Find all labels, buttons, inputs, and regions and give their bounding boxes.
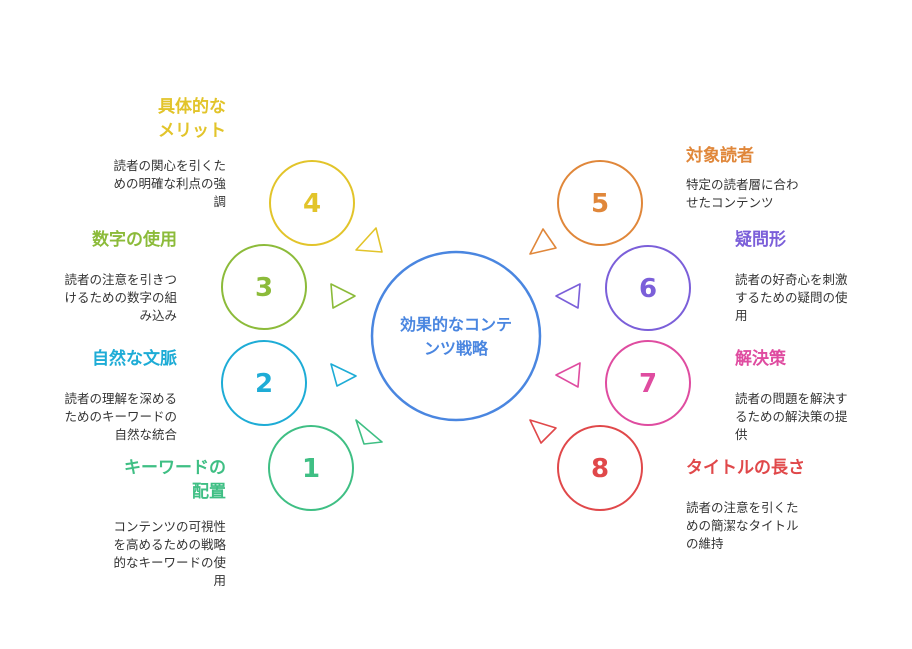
item-5-number: 5: [591, 189, 609, 219]
item-6-block: 疑問形 読者の好奇心を刺激 するための疑問の使 用: [735, 228, 848, 325]
item-4-desc-line: 調: [213, 194, 226, 209]
item-8-desc-line: 読者の注意を引くた: [686, 500, 799, 515]
item-8-arrow-icon: [529, 419, 557, 444]
item-1-desc-line: 用: [213, 573, 226, 588]
item-4-block: 具体的な メリット 読者の関心を引くた めの明確な利点の強 調: [113, 95, 226, 211]
item-1-description: コンテンツの可視性 を高めるための戦略 的なキーワードの使 用: [113, 518, 226, 590]
item-7-desc-line: 読者の問題を解決す: [735, 391, 848, 406]
item-4-number: 4: [303, 189, 321, 219]
item-8-desc-line: の維持: [686, 536, 724, 551]
item-1-block: キーワードの 配置 コンテンツの可視性 を高めるための戦略 的なキーワードの使 …: [113, 456, 226, 590]
item-3-desc-line: 読者の注意を引きつ: [64, 272, 177, 287]
item-1-circle: [268, 425, 354, 511]
item-7-desc-line: 供: [735, 427, 748, 442]
item-7-title: 解決策: [735, 349, 786, 369]
item-3-circle: [221, 244, 307, 330]
item-3-title: 数字の使用: [92, 230, 177, 250]
item-2-number: 2: [255, 369, 273, 399]
center-label-line-2: ンツ戦略: [424, 339, 489, 358]
item-2-title: 自然な文脈: [92, 349, 177, 369]
item-3-block: 数字の使用 読者の注意を引きつ けるための数字の組 み込み: [64, 228, 177, 325]
item-4-desc-line: めの明確な利点の強: [113, 176, 226, 191]
item-5-desc-line: 特定の読者層に合わ: [686, 177, 799, 192]
item-4-title-line-1: 具体的な: [158, 97, 226, 117]
item-2-desc-line: 自然な統合: [114, 427, 177, 442]
item-5-desc-line: せたコンテンツ: [686, 195, 774, 210]
item-6-circle: [605, 245, 691, 331]
item-4-description: 読者の関心を引くた めの明確な利点の強 調: [113, 157, 226, 211]
center-label-line-1: 効果的なコンテ: [400, 315, 512, 334]
item-5-circle: [557, 160, 643, 246]
item-8-circle: [557, 425, 643, 511]
item-3-description: 読者の注意を引きつ けるための数字の組 み込み: [64, 271, 177, 325]
item-6-arrow-icon: [555, 283, 581, 309]
item-2-circle: [221, 340, 307, 426]
item-4-title-line-2: メリット: [158, 121, 226, 141]
item-4-circle: [269, 160, 355, 246]
item-8-title: タイトルの長さ: [686, 458, 805, 478]
item-8-block: タイトルの長さ 読者の注意を引くた めの簡潔なタイトル の維持: [686, 456, 805, 553]
item-6-desc-line: 用: [735, 308, 748, 323]
item-3-arrow-icon: [330, 283, 356, 309]
item-1-desc-line: コンテンツの可視性: [113, 519, 226, 534]
item-5-description: 特定の読者層に合わ せたコンテンツ: [686, 176, 799, 212]
item-6-title: 疑問形: [735, 230, 786, 250]
item-7-block: 解決策 読者の問題を解決す るための解決策の提 供: [735, 347, 848, 444]
item-1-desc-line: 的なキーワードの使: [113, 555, 226, 570]
item-1-title-line-2: 配置: [192, 482, 226, 502]
item-6-desc-line: 読者の好奇心を刺激: [735, 272, 848, 287]
item-5-title: 対象読者: [686, 146, 754, 166]
item-1-desc-line: を高めるための戦略: [113, 537, 226, 552]
item-6-description: 読者の好奇心を刺激 するための疑問の使 用: [735, 271, 848, 325]
item-1-title: キーワードの 配置: [113, 456, 226, 504]
item-1-arrow-icon: [355, 419, 383, 445]
item-3-desc-line: み込み: [139, 308, 177, 323]
item-8-description: 読者の注意を引くた めの簡潔なタイトル の維持: [686, 499, 805, 553]
center-circle: [370, 250, 542, 422]
item-1-number: 1: [302, 454, 320, 484]
item-3-desc-line: けるための数字の組: [64, 290, 177, 305]
item-6-number: 6: [639, 274, 657, 304]
item-4-title: 具体的な メリット: [113, 95, 226, 143]
item-7-arrow-icon: [555, 362, 581, 388]
item-8-number: 8: [591, 454, 609, 484]
item-2-desc-line: 読者の理解を深める: [64, 391, 177, 406]
item-5-arrow-icon: [529, 228, 557, 255]
item-8-desc-line: めの簡潔なタイトル: [686, 518, 799, 533]
item-4-arrow-icon: [355, 227, 383, 253]
item-7-number: 7: [639, 369, 657, 399]
item-2-description: 読者の理解を深める ためのキーワードの 自然な統合: [64, 390, 177, 444]
item-7-desc-line: るための解決策の提: [735, 409, 848, 424]
item-3-number: 3: [255, 273, 273, 303]
item-1-title-line-1: キーワードの: [124, 458, 226, 478]
item-6-desc-line: するための疑問の使: [735, 290, 848, 305]
item-4-desc-line: 読者の関心を引くた: [113, 158, 226, 173]
item-2-block: 自然な文脈 読者の理解を深める ためのキーワードの 自然な統合: [64, 347, 177, 444]
item-7-description: 読者の問題を解決す るための解決策の提 供: [735, 390, 848, 444]
item-5-block: 対象読者 特定の読者層に合わ せたコンテンツ: [686, 144, 799, 212]
item-7-circle: [605, 340, 691, 426]
item-2-arrow-icon: [330, 363, 357, 387]
item-2-desc-line: ためのキーワードの: [64, 409, 177, 424]
